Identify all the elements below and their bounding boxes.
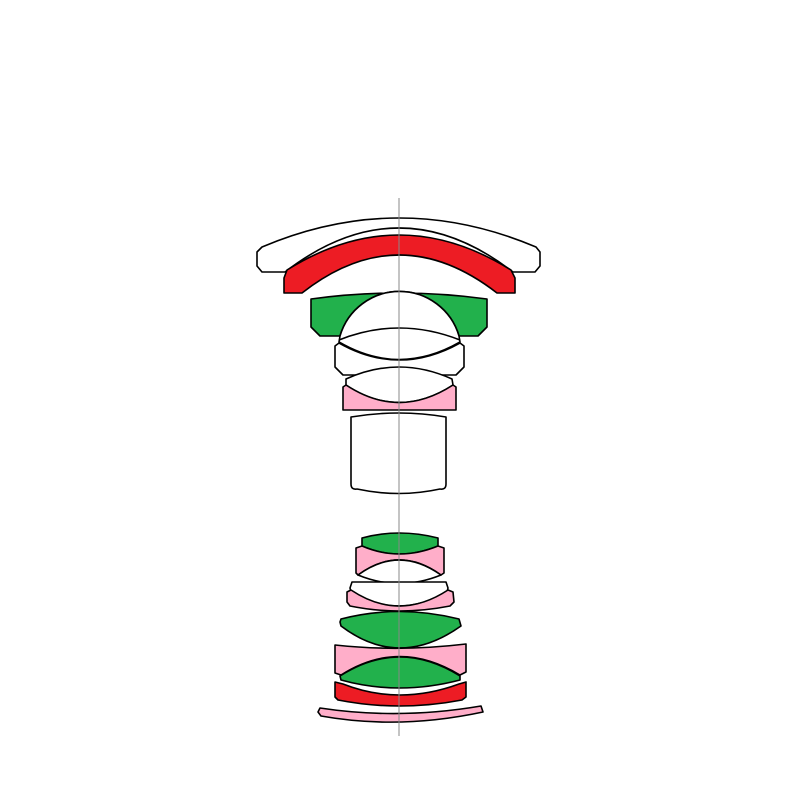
lens-element-e7	[342, 384, 457, 411]
lens-element-e14	[339, 610, 462, 649]
lens-element-e17	[334, 681, 467, 707]
lens-element-e2	[283, 234, 516, 294]
lens-element-e13	[346, 589, 455, 612]
lens-element-e5	[334, 342, 465, 376]
lens-element-e1	[256, 217, 541, 273]
lens-element-e18	[317, 705, 484, 723]
lens-element-e16	[339, 656, 461, 689]
